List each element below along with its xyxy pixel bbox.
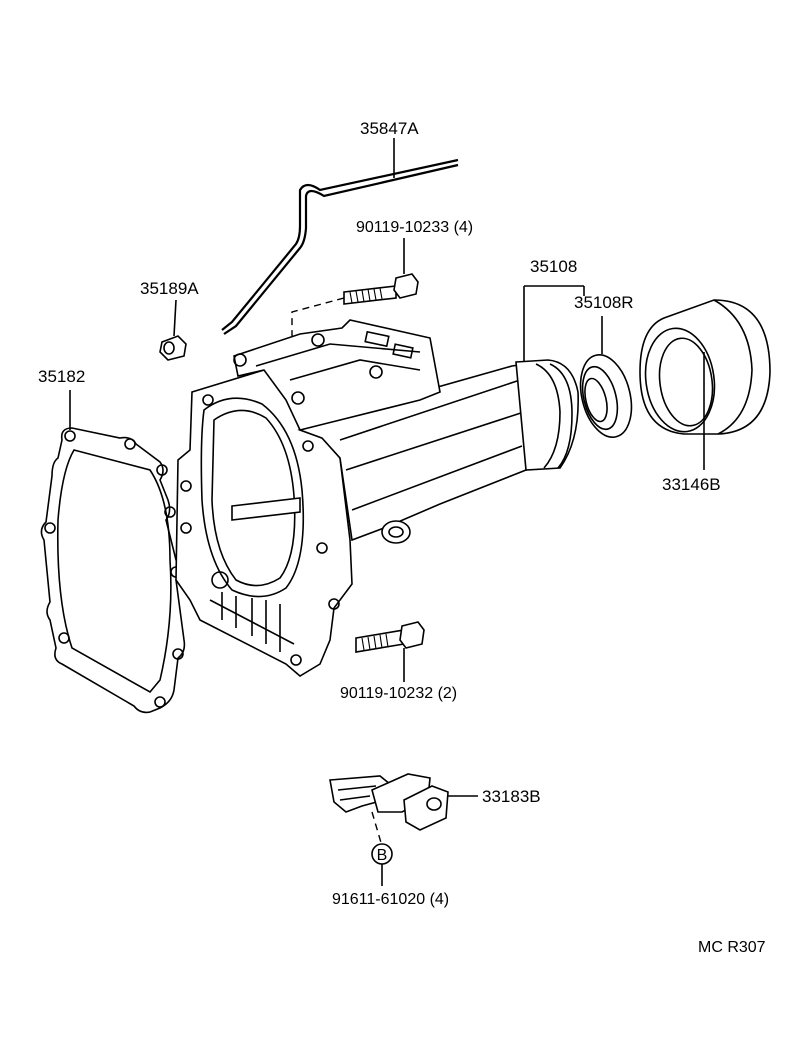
- plug: [159, 299, 187, 361]
- callout-90119-10232: 90119-10232 (2): [340, 685, 457, 702]
- callout-35847a: 35847A: [360, 119, 419, 138]
- extension-housing: [175, 285, 585, 677]
- lower-bolt: [355, 621, 425, 682]
- oil-seal: [579, 316, 633, 438]
- callout-90119-10233: 90119-10233 (4): [356, 219, 473, 236]
- upper-bolt: [291, 238, 419, 350]
- callout-35189a: 35189A: [140, 279, 199, 298]
- bracket: [329, 773, 478, 847]
- gasket: [40, 390, 186, 714]
- clip-marker: B: [371, 843, 393, 886]
- callout-35182: 35182: [38, 367, 85, 386]
- callout-33146b: 33146B: [662, 475, 721, 494]
- circle-marker-letter: B: [377, 847, 388, 864]
- callout-33183b: 33183B: [482, 787, 541, 806]
- callout-91611-61020: 91611-61020 (4): [332, 891, 449, 908]
- dust-cover: [639, 299, 771, 470]
- diagram-reference-code: MC R307: [698, 939, 766, 956]
- callout-35108r: 35108R: [574, 293, 634, 312]
- callout-35108: 35108: [530, 257, 577, 276]
- breather-tube: [221, 138, 459, 335]
